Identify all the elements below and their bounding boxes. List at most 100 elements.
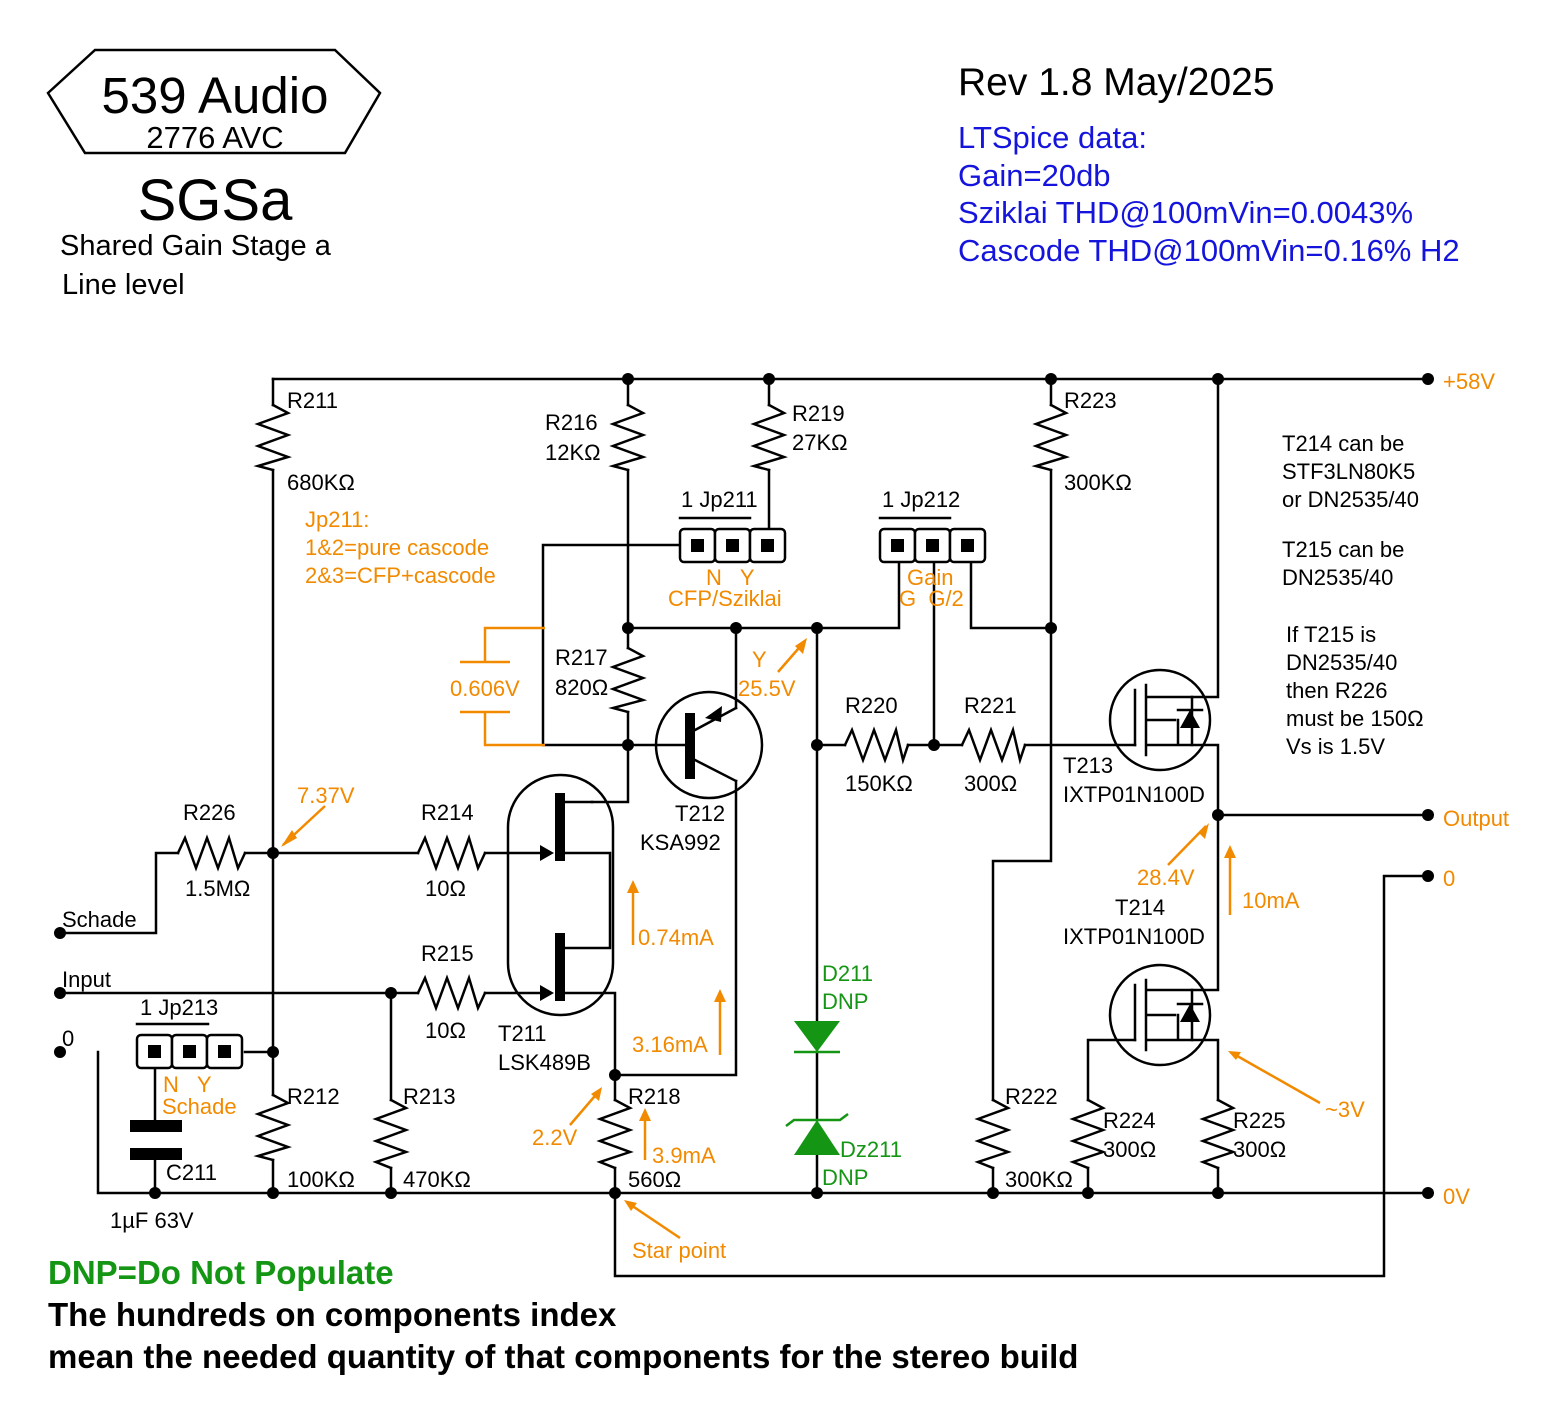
r214-symbol xyxy=(416,834,487,872)
input-schade: Schade xyxy=(62,907,137,932)
note-t214-2: STF3LN80K5 xyxy=(1282,459,1415,484)
r221-val: 300Ω xyxy=(964,771,1017,796)
r217-ref: R217 xyxy=(555,645,608,670)
note-t214-1: T214 can be xyxy=(1282,431,1404,456)
capacitor-c211 xyxy=(130,1120,182,1160)
subtitle-line-2: Line level xyxy=(62,269,185,301)
ann-y: Y xyxy=(752,647,767,672)
r213-ref: R213 xyxy=(403,1084,456,1109)
d211-ref: D211 xyxy=(822,961,873,986)
t213-ref: T213 xyxy=(1063,753,1113,778)
jp213-label: 1 Jp213 xyxy=(140,995,218,1020)
logo-sub: 2776 AVC xyxy=(146,120,283,155)
ltspice-data: LTSpice data: Gain=20db Sziklai THD@100m… xyxy=(958,120,1460,268)
revision-label: Rev 1.8 May/2025 xyxy=(958,61,1275,104)
note-if-1: If T215 is xyxy=(1286,622,1376,647)
ann-255v: 25.5V xyxy=(738,676,796,701)
ann-316ma: 3.16mA xyxy=(632,1032,708,1057)
dz211-ref: Dz211 xyxy=(840,1137,902,1162)
d211-note: DNP xyxy=(822,989,868,1014)
rail-output: Output xyxy=(1443,806,1509,831)
r218-ref: R218 xyxy=(628,1084,681,1109)
r215-symbol xyxy=(416,974,487,1012)
measure-0606-wire xyxy=(460,626,545,747)
resistor-symbols xyxy=(176,403,1237,1170)
c211-val: 1µF 63V xyxy=(110,1208,194,1233)
jumper-jp212 xyxy=(878,516,987,564)
jumper-jp211 xyxy=(678,516,787,564)
measurement-arrows xyxy=(281,638,1321,1240)
zener-dz211 xyxy=(785,1113,849,1155)
t214-mosfet xyxy=(1108,963,1212,1067)
jp211-pins: N Y xyxy=(706,565,755,590)
ann-10ma: 10mA xyxy=(1242,888,1300,913)
t212-part: KSA992 xyxy=(640,830,721,855)
ann-star-point: Star point xyxy=(632,1238,726,1263)
r217-val: 820Ω xyxy=(555,675,608,700)
r225-symbol xyxy=(1199,1098,1237,1170)
ltspice-heading: LTSpice data: xyxy=(958,120,1147,155)
r213-val: 470KΩ xyxy=(403,1167,471,1192)
r212-val: 100KΩ xyxy=(287,1167,355,1192)
r225-val: 300Ω xyxy=(1233,1137,1286,1162)
ltspice-thd-sziklai: Sziklai THD@100mVin=0.0043% xyxy=(958,195,1413,230)
t211-part: LSK489B xyxy=(498,1050,591,1075)
r223-val: 300KΩ xyxy=(1064,470,1132,495)
rail-plus-58v: +58V xyxy=(1443,369,1495,394)
r212-symbol xyxy=(253,1093,292,1162)
diode-d211 xyxy=(794,1021,840,1054)
r216-symbol xyxy=(608,403,647,472)
rail-zero: 0 xyxy=(1443,866,1455,891)
t213-part: IXTP01N100D xyxy=(1063,782,1205,807)
logo-badge: 539 Audio 2776 AVC xyxy=(46,48,382,155)
r223-ref: R223 xyxy=(1064,388,1117,413)
r224-symbol xyxy=(1069,1098,1107,1170)
subtitle-line-1: Shared Gain Stage a xyxy=(60,230,332,262)
r220-val: 150KΩ xyxy=(845,771,913,796)
ltspice-thd-cascode: Cascode THD@100mVin=0.16% H2 xyxy=(958,233,1460,268)
note-if-2: DN2535/40 xyxy=(1286,650,1397,675)
t214-ref: T214 xyxy=(1115,895,1165,920)
note-if-3: then R226 xyxy=(1286,678,1388,703)
r220-ref: R220 xyxy=(845,693,898,718)
rail-0v: 0V xyxy=(1443,1184,1470,1209)
dz211-note: DNP xyxy=(822,1165,868,1190)
footer-line-2: mean the needed quantity of that compone… xyxy=(48,1338,1078,1375)
input-zero: 0 xyxy=(62,1026,74,1051)
jumper-jp213 xyxy=(135,1022,244,1070)
note-if-4: must be 150Ω xyxy=(1286,706,1424,731)
r213-symbol xyxy=(372,1098,410,1170)
note-t215-1: T215 can be xyxy=(1282,537,1404,562)
r212-ref: R212 xyxy=(287,1084,340,1109)
page-title: SGSa xyxy=(138,168,293,233)
jp212-label: 1 Jp212 xyxy=(882,487,960,512)
ann-074ma: 0.74mA xyxy=(638,925,714,950)
r221-ref: R221 xyxy=(964,693,1017,718)
r215-ref: R215 xyxy=(421,941,474,966)
t213-mosfet xyxy=(1108,668,1212,772)
jp211-label: 1 Jp211 xyxy=(681,487,758,512)
r218-symbol xyxy=(596,1098,634,1170)
t211-ref: T211 xyxy=(498,1021,547,1046)
r217-symbol xyxy=(608,646,648,714)
ann-22v: 2.2V xyxy=(532,1125,578,1150)
r222-ref: R222 xyxy=(1005,1084,1058,1109)
r215-val: 10Ω xyxy=(425,1018,466,1043)
r225-ref: R225 xyxy=(1233,1108,1286,1133)
input-input: Input xyxy=(62,967,111,992)
r211-val: 680KΩ xyxy=(287,470,355,495)
ann-0606v: 0.606V xyxy=(450,676,520,701)
r219-symbol xyxy=(749,403,788,472)
jp213-pins: N Y xyxy=(163,1072,212,1097)
jp211-note-line3: 2&3=CFP+cascode xyxy=(305,563,496,588)
r224-val: 300Ω xyxy=(1103,1137,1156,1162)
jp211-note-line2: 1&2=pure cascode xyxy=(305,535,489,560)
r221-symbol xyxy=(960,725,1027,765)
t214-part: IXTP01N100D xyxy=(1063,924,1205,949)
jp212-note: Gain xyxy=(907,565,953,590)
r218-val: 560Ω xyxy=(628,1167,681,1192)
jp211-note: CFP/Sziklai xyxy=(668,586,782,611)
t212-ref: T212 xyxy=(675,801,725,826)
r226-ref: R226 xyxy=(183,800,236,825)
